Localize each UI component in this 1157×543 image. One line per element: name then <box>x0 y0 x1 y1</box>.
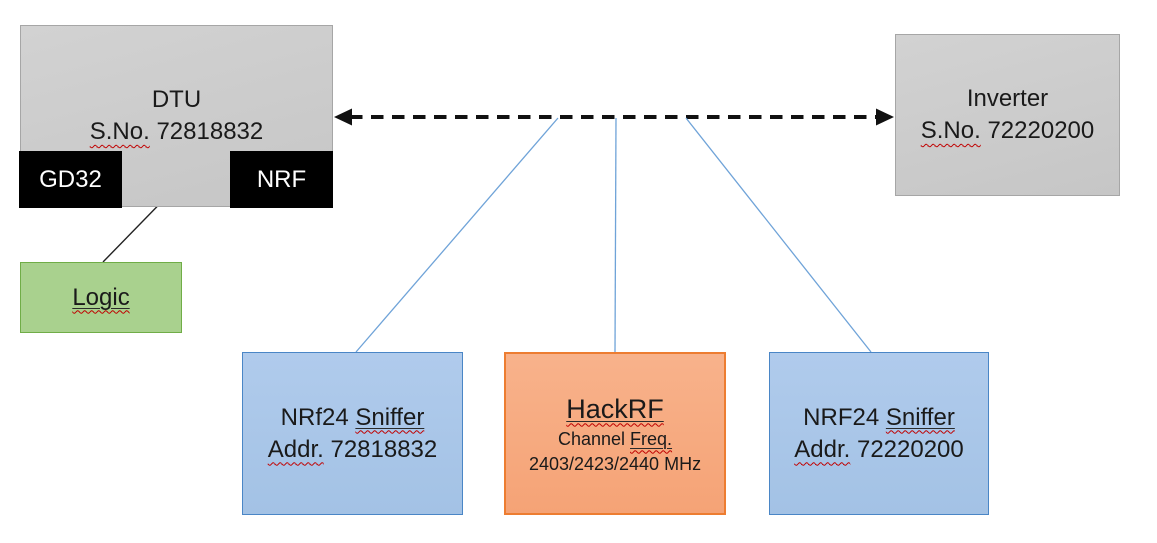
nrf-chip: NRF <box>230 151 333 208</box>
tap-line-left <box>355 117 559 353</box>
hackrf-channel-label: Channel <box>557 428 626 449</box>
sniffer-right-title: NRF24 Sniffer <box>803 402 955 434</box>
inverter-serial-label: S.No. <box>920 117 981 144</box>
sniffer-left-address-line: Addr. 72818832 <box>268 434 438 466</box>
sniffer-right-addr-label: Addr. <box>794 435 851 463</box>
sniffer-left-title: NRf24 Sniffer <box>281 402 425 434</box>
dashed-link-arrowhead-right <box>876 108 894 126</box>
hackrf-freq-label: Freq. <box>630 428 673 449</box>
dtu-serial-label: S.No. <box>89 118 150 145</box>
logic-box: Logic <box>20 262 182 333</box>
sniffer-right-address-line: Addr. 72220200 <box>794 434 964 466</box>
hackrf-title-line: HackRF <box>566 391 664 427</box>
sniffer-right-model: NRF24 <box>803 403 880 431</box>
dashed-link-arrowhead-left <box>334 108 352 126</box>
sniffer-left-model: NRf24 <box>280 403 349 431</box>
logic-label-line: Logic <box>72 282 129 314</box>
tap-line-right <box>685 117 872 353</box>
nrf-chip-label: NRF <box>256 165 307 193</box>
inverter-box: Inverter S.No. 72220200 <box>895 34 1120 196</box>
hackrf-title: HackRF <box>566 393 664 424</box>
inverter-title: Inverter <box>966 85 1049 112</box>
tap-line-middle <box>614 117 617 353</box>
sniffer-right-role: Sniffer <box>885 403 955 431</box>
hackrf-box: HackRF Channel Freq. 2403/2423/2440 MHz <box>504 352 726 515</box>
logic-label: Logic <box>72 283 130 311</box>
dtu-serial-number: 72818832 <box>156 118 264 145</box>
inverter-serial: S.No. 72220200 <box>921 115 1094 147</box>
sniffer-right-address: 72220200 <box>856 435 964 463</box>
gd32-chip-label: GD32 <box>39 165 102 193</box>
sniffer-left-role: Sniffer <box>355 403 425 431</box>
hackrf-channel-line: Channel Freq. <box>558 427 672 452</box>
hackrf-frequencies: 2403/2423/2440 MHz <box>528 453 702 474</box>
dtu-serial: S.No. 72818832 <box>90 116 263 148</box>
sniffer-left-addr-label: Addr. <box>267 435 324 463</box>
dtu-title: DTU <box>151 86 202 113</box>
inverter-serial-number: 72220200 <box>987 117 1095 144</box>
nrf24-sniffer-left-box: NRf24 Sniffer Addr. 72818832 <box>242 352 463 515</box>
sniffer-left-address: 72818832 <box>330 435 438 463</box>
nrf24-sniffer-right-box: NRF24 Sniffer Addr. 72220200 <box>769 352 989 515</box>
gd32-chip: GD32 <box>19 151 122 208</box>
